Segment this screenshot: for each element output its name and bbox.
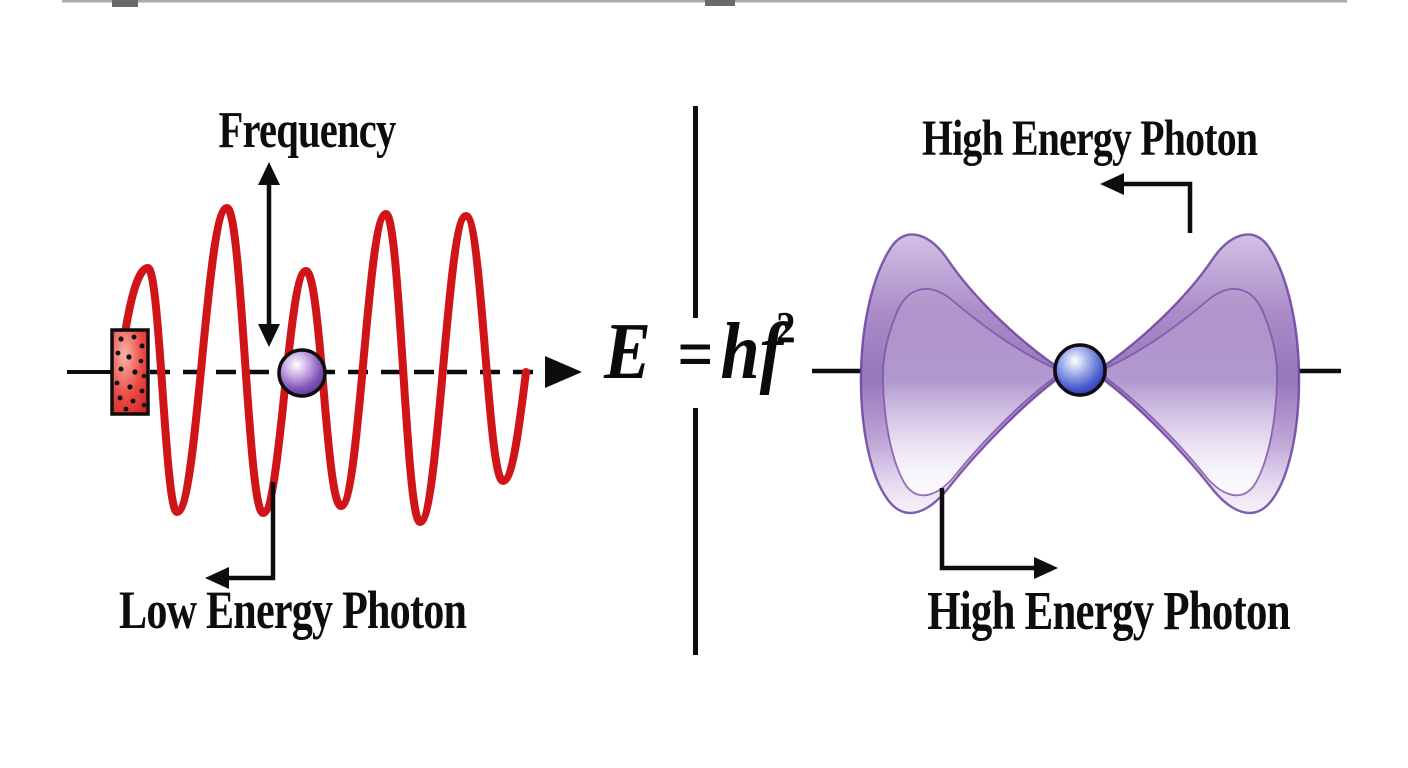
low-energy-photon-sphere bbox=[277, 348, 327, 398]
left-axis-line bbox=[67, 356, 582, 388]
high-energy-photon-top-label: High Energy Photon bbox=[922, 111, 1258, 167]
low-energy-pointer-arrow-icon bbox=[205, 482, 276, 589]
top-edge-artifact bbox=[62, 0, 1347, 7]
photon-energy-equation: E = hf 2 bbox=[604, 306, 795, 396]
high-energy-panel bbox=[812, 173, 1341, 579]
high-energy-photon-bottom-label: High Energy Photon bbox=[927, 580, 1290, 641]
equation-rhs: hf bbox=[720, 308, 784, 396]
envelope-left-inner-fold bbox=[882, 288, 1055, 497]
high-energy-bottom-pointer-arrow-icon bbox=[939, 488, 1058, 579]
equation-equals-sign: = bbox=[677, 314, 714, 394]
envelope-right-inner-fold bbox=[1105, 288, 1278, 497]
frequency-label: Frequency bbox=[218, 102, 397, 159]
low-energy-photon-label: Low Energy Photon bbox=[119, 580, 467, 640]
wave-packet-envelope bbox=[859, 233, 1301, 515]
high-energy-top-pointer-arrow-icon bbox=[1100, 173, 1193, 233]
emitter-speckles bbox=[114, 334, 147, 412]
frequency-double-arrow-icon bbox=[258, 162, 280, 347]
red-wave bbox=[120, 204, 530, 526]
equation-exponent: 2 bbox=[776, 303, 796, 352]
left-axis-arrowhead-icon bbox=[545, 356, 582, 388]
high-energy-photon-sphere bbox=[1053, 343, 1107, 397]
equation-lhs: E bbox=[604, 308, 651, 396]
center-divider bbox=[693, 106, 698, 655]
emitter-rect bbox=[110, 328, 150, 416]
low-energy-panel bbox=[67, 162, 582, 589]
